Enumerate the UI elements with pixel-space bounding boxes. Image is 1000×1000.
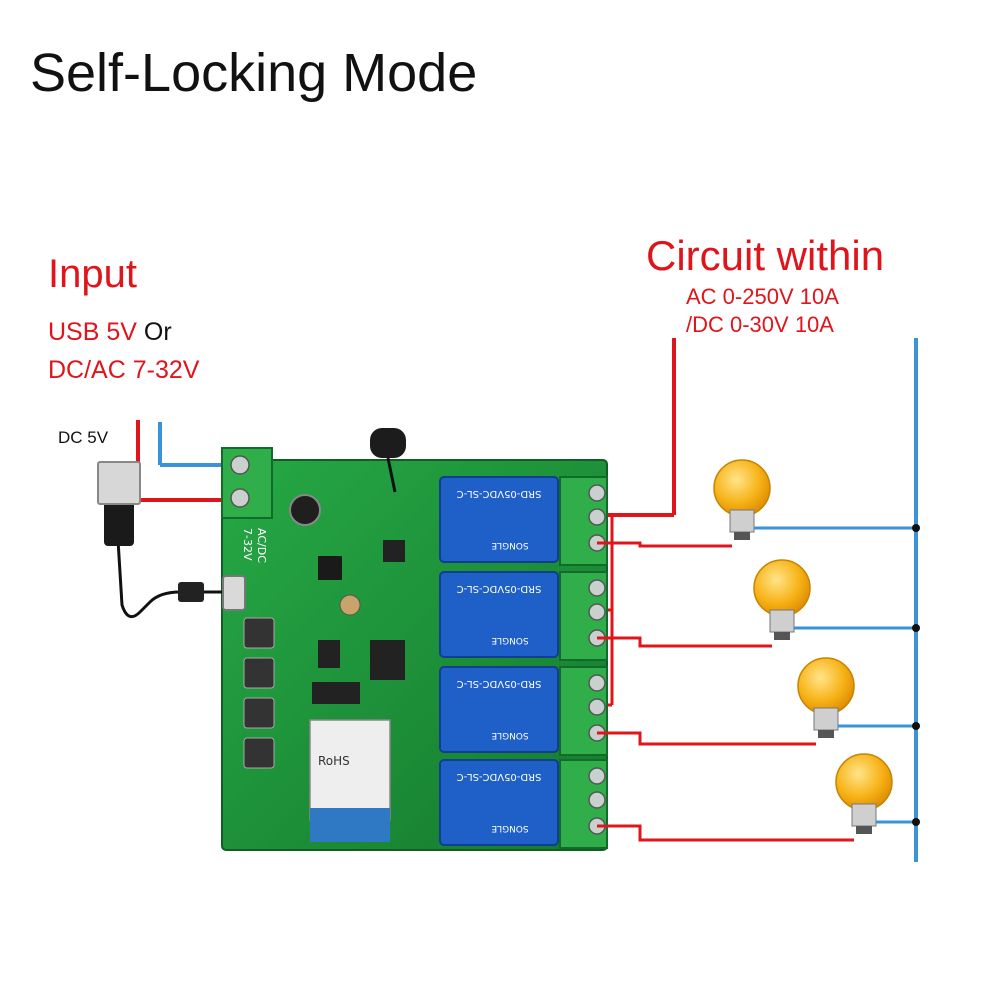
relay-model-text: SRD-05VDC-SL-C bbox=[457, 678, 542, 689]
chip bbox=[370, 640, 405, 680]
circuit-dc-rating: /DC 0-30V 10A bbox=[686, 312, 834, 337]
bus-junction bbox=[912, 722, 920, 730]
usb-cable bbox=[97, 461, 222, 619]
relay-button-1 bbox=[243, 617, 275, 649]
relay-group: SRD-05VDC-SL-C SONGLE SRD-05VDC-SL-C SONGLE… bbox=[439, 476, 854, 849]
usb-plug bbox=[104, 500, 134, 546]
terminal-screw bbox=[588, 767, 606, 785]
chip bbox=[312, 682, 360, 704]
wifi-module bbox=[309, 719, 391, 821]
power-terminal bbox=[221, 447, 273, 519]
terminal-screw bbox=[588, 698, 606, 716]
relay-button-3 bbox=[243, 697, 275, 729]
relay-1: SRD-05VDC-SL-C SONGLE bbox=[439, 476, 608, 566]
circuit-heading: Circuit within bbox=[646, 232, 885, 279]
bulb-base bbox=[851, 803, 877, 827]
power-range-label: 7-32V bbox=[241, 528, 254, 561]
bulb-live-wire-4 bbox=[597, 824, 854, 842]
relay-model-text: SRD-05VDC-SL-C bbox=[457, 771, 542, 782]
dc-5v-label: DC 5V bbox=[58, 428, 109, 447]
relay-model-text: SRD-05VDC-SL-C bbox=[457, 583, 542, 594]
relay-live-wire bbox=[597, 338, 676, 707]
page-title: Self-Locking Mode bbox=[30, 43, 478, 103]
terminal-screw bbox=[588, 579, 606, 597]
relay-button-2 bbox=[243, 657, 275, 689]
bulb-live-wire-3 bbox=[597, 731, 816, 746]
input-line-1: USB 5V Or bbox=[48, 318, 172, 347]
relay-4: SRD-05VDC-SL-C SONGLE bbox=[439, 759, 608, 849]
relay-2: SRD-05VDC-SL-C SONGLE bbox=[439, 571, 608, 661]
relay-model-text: SRD-05VDC-SL-C bbox=[457, 488, 542, 499]
buzzer bbox=[339, 594, 361, 616]
bulb-base bbox=[813, 707, 839, 731]
bulb-tip bbox=[818, 730, 834, 738]
input-or-label: Or bbox=[143, 318, 172, 346]
relay-body bbox=[439, 571, 559, 658]
light-bulb-4 bbox=[835, 753, 920, 834]
light-bulb-3 bbox=[797, 657, 920, 738]
bus-junction bbox=[912, 524, 920, 532]
module-rohs-mark: RoHS bbox=[318, 754, 350, 768]
bulb-glass bbox=[753, 559, 811, 617]
relay-body bbox=[439, 759, 559, 846]
bulb-tip bbox=[734, 532, 750, 540]
input-line-2: DC/AC 7-32V bbox=[48, 356, 200, 384]
bulb-glass bbox=[835, 753, 893, 811]
input-heading: Input bbox=[48, 252, 137, 296]
input-usb-label: USB 5V bbox=[48, 318, 137, 346]
relay-body bbox=[439, 476, 559, 563]
bus-junction bbox=[912, 624, 920, 632]
antenna bbox=[370, 428, 406, 493]
bulb-live-wire-1 bbox=[597, 541, 732, 548]
chip bbox=[318, 640, 340, 668]
bulb-glass bbox=[713, 459, 771, 517]
power-label: AC/DC bbox=[255, 528, 268, 563]
micro-usb-port bbox=[222, 575, 246, 611]
module-antenna bbox=[310, 808, 390, 842]
light-bulb-2 bbox=[753, 559, 920, 640]
terminal-screw bbox=[588, 791, 606, 809]
light-bulb-1 bbox=[713, 459, 920, 540]
bulb-glass bbox=[797, 657, 855, 715]
circuit-ac-rating: AC 0-250V 10A bbox=[686, 284, 839, 309]
relay-brand-text: SONGLE bbox=[491, 540, 529, 550]
relay-brand-text: SONGLE bbox=[491, 730, 529, 740]
capacitor bbox=[289, 494, 321, 526]
bulb-base bbox=[729, 509, 755, 533]
chip bbox=[383, 540, 405, 562]
relay-button-4 bbox=[243, 737, 275, 769]
relay-brand-text: SONGLE bbox=[491, 823, 529, 833]
bulb-live-wire-2 bbox=[597, 636, 772, 648]
bulb-base bbox=[769, 609, 795, 633]
inductor bbox=[318, 556, 342, 580]
relay-body bbox=[439, 666, 559, 753]
button-column bbox=[243, 617, 275, 769]
bulb-tip bbox=[856, 826, 872, 834]
bus-junction bbox=[912, 818, 920, 826]
terminal-screw bbox=[588, 603, 606, 621]
usb-connector bbox=[97, 461, 141, 505]
relay-brand-text: SONGLE bbox=[491, 635, 529, 645]
terminal-screw bbox=[588, 674, 606, 692]
terminal-screw bbox=[588, 508, 606, 526]
bulb-group bbox=[713, 459, 920, 834]
bulb-tip bbox=[774, 632, 790, 640]
relay-3: SRD-05VDC-SL-C SONGLE bbox=[439, 666, 608, 756]
terminal-screw bbox=[588, 484, 606, 502]
